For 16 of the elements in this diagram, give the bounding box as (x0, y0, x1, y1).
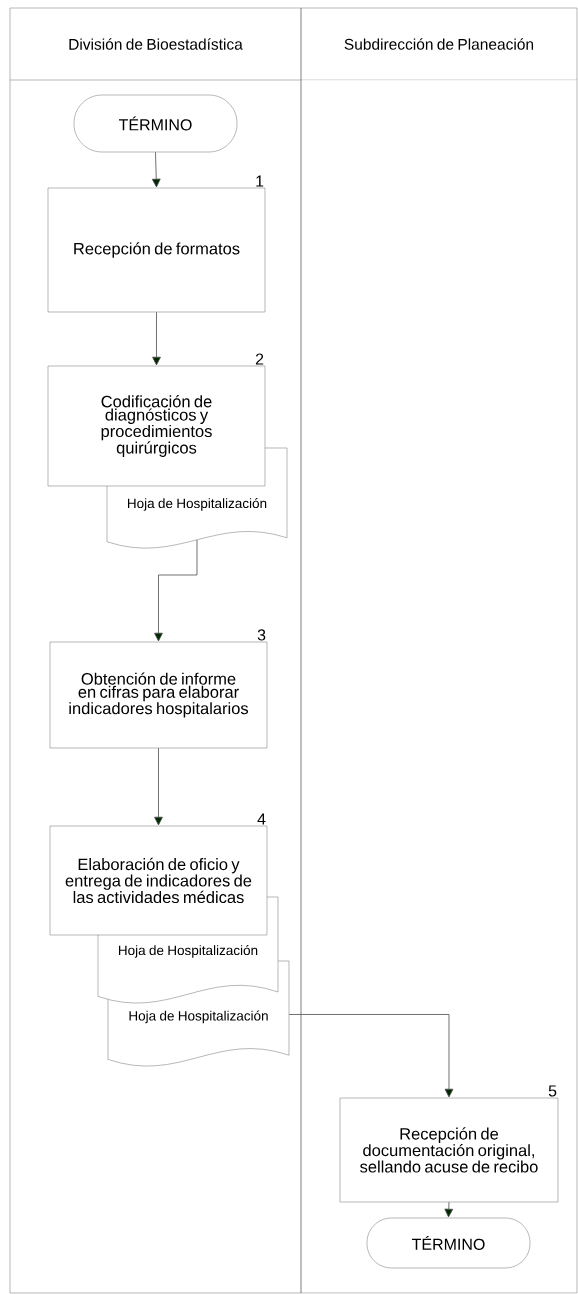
arrow (154, 539, 198, 642)
step-number: 3 (257, 629, 266, 641)
arrow (154, 747, 163, 826)
arrow (152, 311, 161, 366)
process-box: Recepción de formatos (47, 187, 266, 313)
step-number: 1 (256, 175, 264, 187)
process-box: Elaboración de oficio y entrega de indicadores de las actividades médicas (49, 825, 268, 936)
arrow (444, 1201, 454, 1218)
step-number: 4 (257, 813, 266, 825)
step-number: 5 (548, 1085, 557, 1097)
process-box: Recepción de documentación original, sellando acuse de recibo (339, 1097, 559, 1203)
process-box: Obtención de informe en cifras para elaborar indicadores hospitalarios (49, 641, 268, 749)
arrow (288, 1014, 454, 1098)
step-number: 2 (255, 353, 264, 365)
arrow (151, 151, 161, 188)
process-box: Codificación de diagnósticos y procedimientos quirúrgicos (47, 365, 266, 487)
